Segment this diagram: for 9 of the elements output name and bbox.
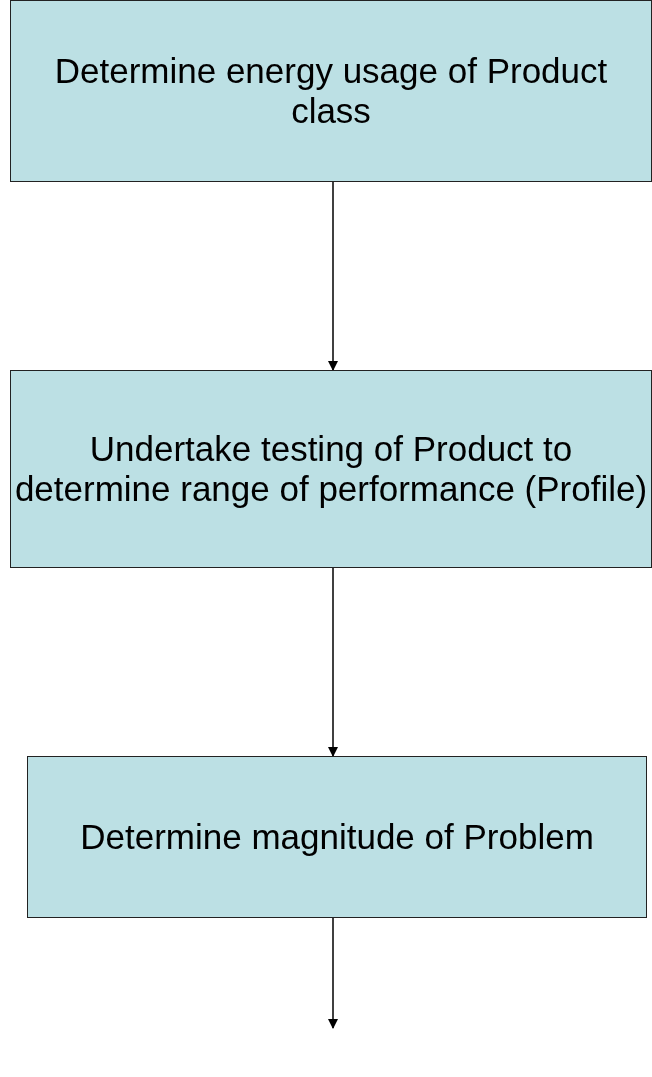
step-text: Determine magnitude of Problem	[80, 817, 594, 857]
step-text: Undertake testing of Product to determine range of performance (Profile)	[13, 429, 649, 509]
arrow	[328, 917, 338, 1029]
process-box	[10, 0, 652, 182]
process-box	[27, 756, 647, 918]
arrow	[328, 181, 338, 371]
process-box	[10, 370, 652, 568]
arrow	[328, 567, 338, 757]
step-text: Determine energy usage of Product class	[53, 51, 609, 131]
